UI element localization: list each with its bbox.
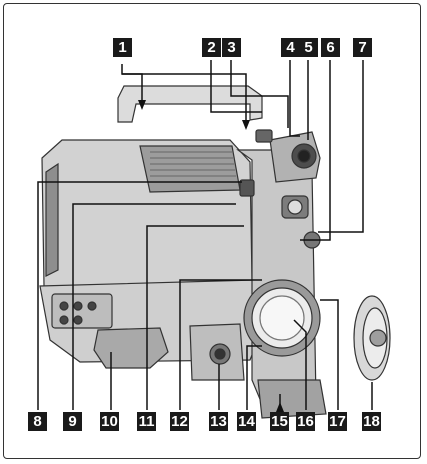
callout-14: 14 [237,412,256,431]
callout-2: 2 [202,38,221,57]
callout-6: 6 [321,38,340,57]
leader-lines [37,60,373,410]
callout-5: 5 [299,38,318,57]
callout-1: 1 [113,38,132,57]
body-cap [353,295,391,381]
callout-13: 13 [209,412,228,431]
callout-7: 7 [353,38,372,57]
callout-18: 18 [362,412,381,431]
callout-12: 12 [170,412,189,431]
callout-9: 9 [63,412,82,431]
leader-arrowheads [138,100,284,412]
callout-11: 11 [137,412,156,431]
callout-10: 10 [100,412,119,431]
callout-3: 3 [222,38,241,57]
callout-17: 17 [328,412,347,431]
callout-4: 4 [281,38,300,57]
callout-8: 8 [28,412,47,431]
camera-body [39,85,327,419]
callout-16: 16 [296,412,315,431]
figure-border [3,3,421,459]
callout-15: 15 [270,412,289,431]
